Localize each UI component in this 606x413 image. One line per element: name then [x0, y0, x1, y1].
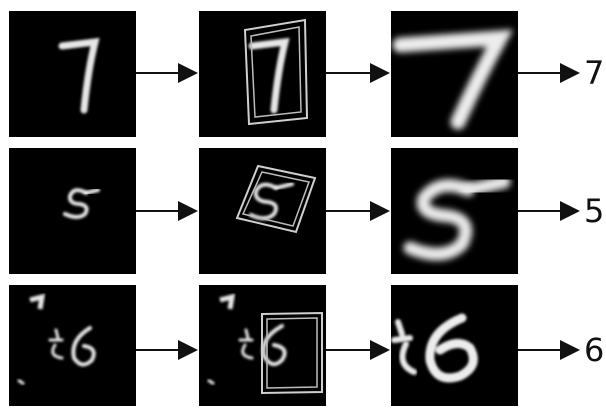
input-panel-6 — [9, 285, 136, 406]
output-panel-5 — [391, 148, 518, 274]
output-panel-7 — [391, 11, 518, 137]
transform-panel-5 — [199, 148, 326, 274]
output-panel-6 — [391, 285, 518, 406]
row-7 — [9, 11, 578, 137]
output-label-7: 7 — [584, 57, 604, 89]
output-label-5: 5 — [584, 195, 604, 227]
transform-panel-6 — [199, 285, 326, 406]
input-panel-7 — [9, 11, 136, 137]
transform-panel-7 — [199, 11, 326, 137]
row-6 — [9, 285, 578, 406]
output-label-6: 6 — [584, 334, 604, 366]
input-panel-5 — [9, 148, 136, 274]
row-5 — [9, 148, 578, 274]
